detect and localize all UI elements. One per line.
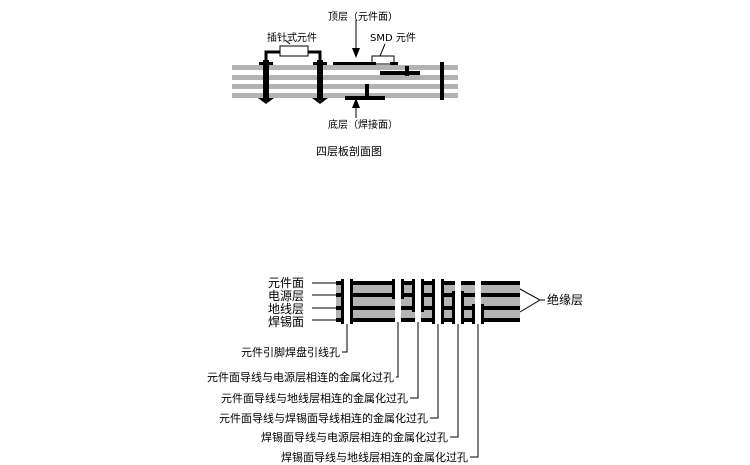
- smd-body: [371, 55, 395, 65]
- layer-label-solder: 焊锡面: [268, 314, 304, 329]
- via-leader-6: [470, 324, 479, 458]
- layer-1: [232, 65, 458, 70]
- via-hole-4: [435, 281, 441, 322]
- via-leader-1: [342, 324, 348, 353]
- via-section: [312, 279, 545, 458]
- via-leader-3: [410, 322, 419, 399]
- via-wall: [452, 291, 455, 324]
- smd-pad-right: [390, 62, 398, 65]
- via-label-5: 焊锡面导线与电源层相连的金属化过孔: [261, 430, 448, 444]
- right-via: [440, 62, 444, 100]
- via-wall: [412, 279, 415, 312]
- insulation-band: [336, 285, 520, 318]
- smd-leader: [379, 43, 386, 57]
- copper-solder-side: [336, 318, 520, 322]
- via-wall: [432, 279, 435, 324]
- caption-four-layer: 四层板剖面图: [316, 144, 382, 158]
- via-label-6: 焊锡面导线与地线层相连的金属化过孔: [281, 450, 468, 464]
- via-hole-6: [475, 281, 481, 322]
- via-wall: [472, 304, 475, 324]
- via-wall: [441, 279, 444, 324]
- via-leader-2: [396, 322, 399, 378]
- copper-power: [336, 293, 520, 297]
- bottom-layer-arrow-head: [352, 98, 360, 108]
- insulation-bracket: [519, 288, 542, 313]
- through-hole-pin-right: [317, 60, 323, 100]
- smd-pad-left: [368, 62, 376, 65]
- label-bottom-layer: 底层（焊接面）: [328, 118, 398, 131]
- via-leader-4: [430, 324, 439, 419]
- via-hole-1: [344, 281, 350, 322]
- label-smd: SMD 元件: [370, 32, 416, 44]
- via-wall: [461, 291, 464, 324]
- layer-2: [232, 75, 458, 80]
- via-wall: [481, 304, 484, 324]
- solder-joint-right: [312, 98, 328, 104]
- via-wall: [421, 279, 424, 312]
- pad-left-top: [259, 62, 273, 65]
- via-label-1: 元件引脚焊盘引线孔: [241, 345, 340, 359]
- layer-label-power: 电源层: [268, 289, 304, 303]
- via-hole-2: [395, 281, 401, 322]
- through-hole-pin-left: [263, 60, 269, 100]
- layer-3: [232, 84, 458, 89]
- top-layer-arrow-head: [352, 48, 360, 58]
- via-wall: [350, 279, 353, 324]
- via-hole-3: [415, 281, 421, 322]
- four-layer-board-section: [232, 20, 458, 118]
- copper-ground: [336, 306, 520, 310]
- layer-4: [232, 93, 458, 98]
- through-hole-body: [279, 45, 309, 57]
- label-top-layer: 顶层（元件面）: [328, 11, 398, 23]
- through-hole-leader: [284, 39, 291, 45]
- pad-right-top: [313, 62, 327, 65]
- insulation-label: 绝缘层: [547, 292, 583, 307]
- via-label-2: 元件面导线与电源层相连的金属化过孔: [207, 370, 394, 384]
- label-through-hole: 插针式元件: [267, 31, 317, 44]
- inner-trace: [380, 71, 420, 75]
- via-label-3: 元件面导线与地线层相连的金属化过孔: [221, 391, 408, 405]
- layer-label-ground: 地线层: [268, 302, 304, 316]
- via-wall: [401, 279, 404, 299]
- buried-via: [365, 84, 369, 98]
- layer-label-component: 元件面: [268, 276, 304, 290]
- via-label-4: 元件面导线与焊锡面导线相连的金属化过孔: [219, 411, 428, 425]
- top-trace: [333, 62, 369, 65]
- via-wall: [392, 279, 395, 299]
- via-leader-5: [450, 324, 459, 438]
- solder-joint-left: [258, 98, 274, 104]
- blind-via: [405, 66, 409, 76]
- via-hole-5: [455, 281, 461, 322]
- copper-component-side: [336, 281, 520, 285]
- via-wall: [341, 279, 344, 324]
